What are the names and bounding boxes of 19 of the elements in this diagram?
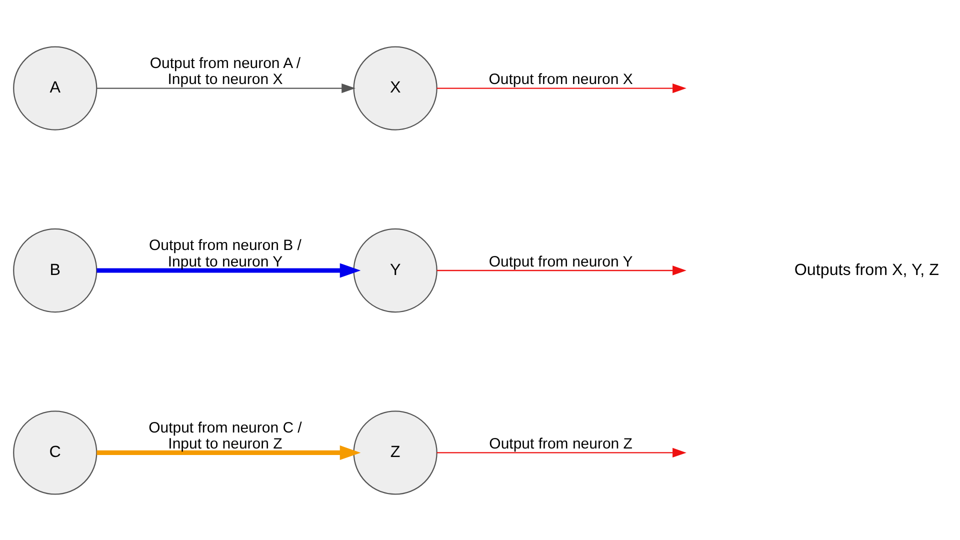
arrow [96,262,360,278]
arrow [436,82,686,93]
node-circle: A [12,46,97,130]
edge-label: Output from neuron Z [488,435,632,452]
node-circle: Y [352,228,437,312]
node-circle: X [352,46,437,130]
label: Outputs from X, Y, Z [794,260,938,278]
edge-label: Output from neuron Y [488,252,632,270]
edge-label: Output from neuron C / Input to neuron Z [148,418,302,452]
arrow [436,447,686,458]
edge-label: Output from neuron A / Input to neuron X [149,54,300,88]
edge-label: Output from neuron X [488,70,632,88]
node-circle: Z [352,410,437,494]
arrow [436,265,686,275]
node-circle: C [12,410,97,494]
edge-label: Output from neuron B / Input to neuron Y [148,236,301,270]
arrow [96,444,360,460]
node-circle: B [12,228,97,312]
arrow [96,82,355,93]
